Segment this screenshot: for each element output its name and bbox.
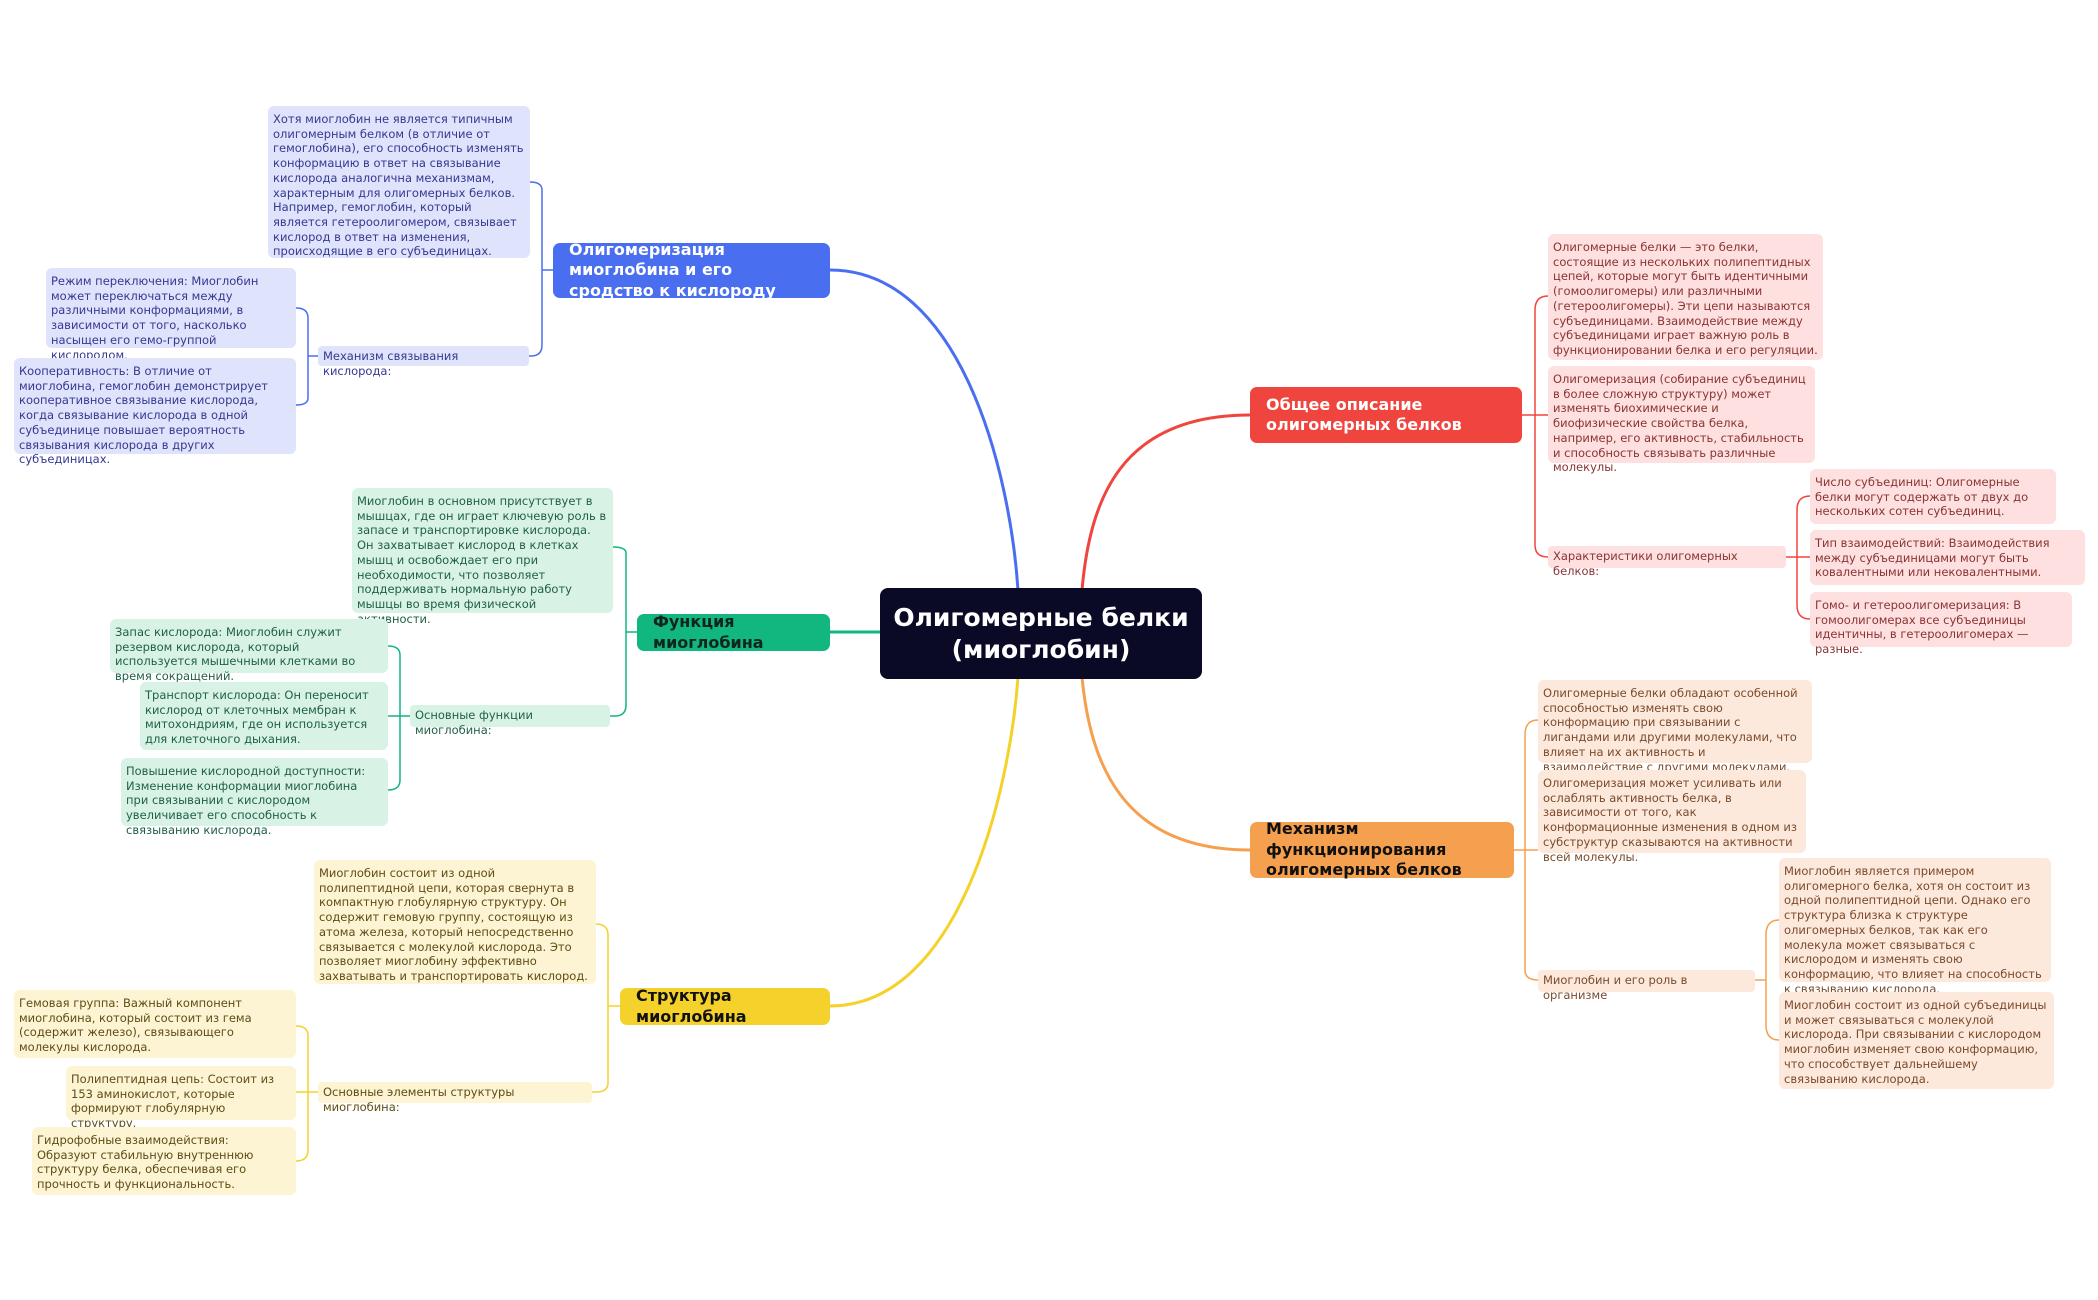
note-mechanism-conformation[interactable]: Олигомерные белки обладают особенной спо… (1538, 680, 1812, 774)
link-general-stem (1522, 295, 1549, 558)
link-func-stem (610, 546, 637, 717)
leaf-hydrophobic-interactions[interactable]: Гидрофобные взаимодействия: Образуют ста… (32, 1127, 296, 1195)
link-mech-stem (1514, 719, 1539, 981)
note-general-definition[interactable]: Олигомерные белки — это белки, состоящие… (1548, 234, 1823, 360)
note-oligomerization[interactable]: Хотя миоглобин не является типичным олиг… (268, 106, 530, 258)
leaf-interaction-type[interactable]: Тип взаимодействий: Взаимодействия между… (1810, 530, 2085, 585)
topic-general-description[interactable]: Общее описание олигомерных белков (1250, 387, 1522, 443)
note-mechanism-activity[interactable]: Олигомеризация может усиливать или ослаб… (1538, 770, 1806, 864)
subtopic-characteristics[interactable]: Характеристики олигомерных белков: (1548, 546, 1786, 578)
link-struct-stem (592, 923, 620, 1093)
topic-structure[interactable]: Структура миоглобина (620, 986, 830, 1026)
link-func-basic (387, 645, 410, 791)
leaf-oxygen-storage[interactable]: Запас кислорода: Миоглобин служит резерв… (110, 619, 388, 683)
leaf-cooperativity[interactable]: Кооперативность: В отличие от миоглобина… (14, 358, 296, 466)
link-struct-elements (295, 1025, 318, 1162)
link-general-char (1786, 495, 1811, 620)
topic-mechanism[interactable]: Механизм функционирования олигомерных бе… (1250, 819, 1514, 879)
subtopic-basic-functions[interactable]: Основные функции миоглобина: (410, 705, 610, 737)
link-mech-role (1755, 919, 1780, 1041)
subtopic-myoglobin-role[interactable]: Миоглобин и его роль в организме (1538, 970, 1755, 1002)
link-central-structure (829, 676, 1020, 1008)
leaf-myoglobin-example[interactable]: Миоглобин является примером олигомерного… (1779, 858, 2051, 996)
link-central-general (1080, 413, 1251, 591)
link-central-oligomerization (829, 268, 1020, 591)
link-central-mechanism (1080, 676, 1251, 852)
leaf-homo-hetero[interactable]: Гомо- и гетероолигомеризация: В гомоолиг… (1810, 592, 2072, 656)
leaf-switch-mode[interactable]: Режим переключения: Миоглобин может пере… (46, 268, 296, 362)
topic-oligomerization[interactable]: Олигомеризация миоглобина и его сродство… (553, 240, 830, 300)
note-general-oligomerization[interactable]: Олигомеризация (собирание субъединиц в б… (1548, 366, 1815, 474)
central-topic[interactable]: Олигомерные белки (миоглобин) (880, 588, 1202, 679)
leaf-polypeptide-chain[interactable]: Полипептидная цепь: Состоит из 153 амино… (66, 1066, 296, 1130)
leaf-oxygen-transport[interactable]: Транспорт кислорода: Он переносит кислор… (140, 682, 388, 750)
note-structure[interactable]: Миоглобин состоит из одной полипептидной… (314, 860, 596, 984)
link-olig-stem (529, 181, 553, 357)
leaf-subunit-count[interactable]: Число субъединиц: Олигомерные белки могу… (1810, 469, 2056, 524)
leaf-oxygen-availability[interactable]: Повышение кислородной доступности: Измен… (121, 758, 388, 837)
subtopic-binding-mechanism[interactable]: Механизм связывания кислорода: (318, 346, 529, 378)
leaf-heme-group[interactable]: Гемовая группа: Важный компонент миоглоб… (14, 990, 296, 1058)
leaf-myoglobin-subunit[interactable]: Миоглобин состоит из одной субъединицы и… (1779, 992, 2054, 1089)
topic-function[interactable]: Функция миоглобина (637, 612, 830, 652)
note-function[interactable]: Миоглобин в основном присутствует в мышц… (352, 488, 613, 626)
subtopic-structure-elements[interactable]: Основные элементы структуры миоглобина: (318, 1082, 592, 1114)
link-olig-mech (295, 307, 318, 406)
